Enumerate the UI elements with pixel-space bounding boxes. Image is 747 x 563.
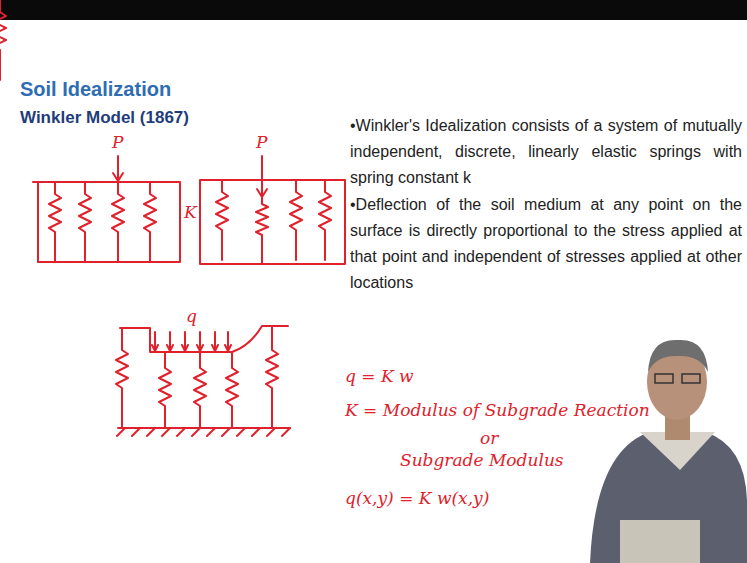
winkler-sketch [0, 0, 345, 436]
definition: K = Modulus of Subgrade Reaction [345, 400, 650, 420]
spring-label: K [184, 202, 197, 222]
slide-title: Soil Idealization [20, 78, 171, 101]
note: or [480, 428, 498, 448]
model-heading: Winkler Model (1867) [20, 108, 189, 128]
pressure-label: q [186, 306, 197, 326]
bullet-text: •Deflection of the soil medium at any po… [350, 192, 742, 296]
equation: q = K w [345, 366, 414, 386]
equation: q(x,y) = K w(x,y) [345, 488, 489, 508]
bullet-text: •Winkler's Idealization consists of a sy… [350, 113, 742, 191]
definition: Subgrade Modulus [400, 450, 564, 470]
presenter-figure [590, 340, 747, 563]
load-label: P [112, 132, 123, 152]
load-label: P [256, 132, 267, 152]
top-bar [0, 0, 747, 20]
